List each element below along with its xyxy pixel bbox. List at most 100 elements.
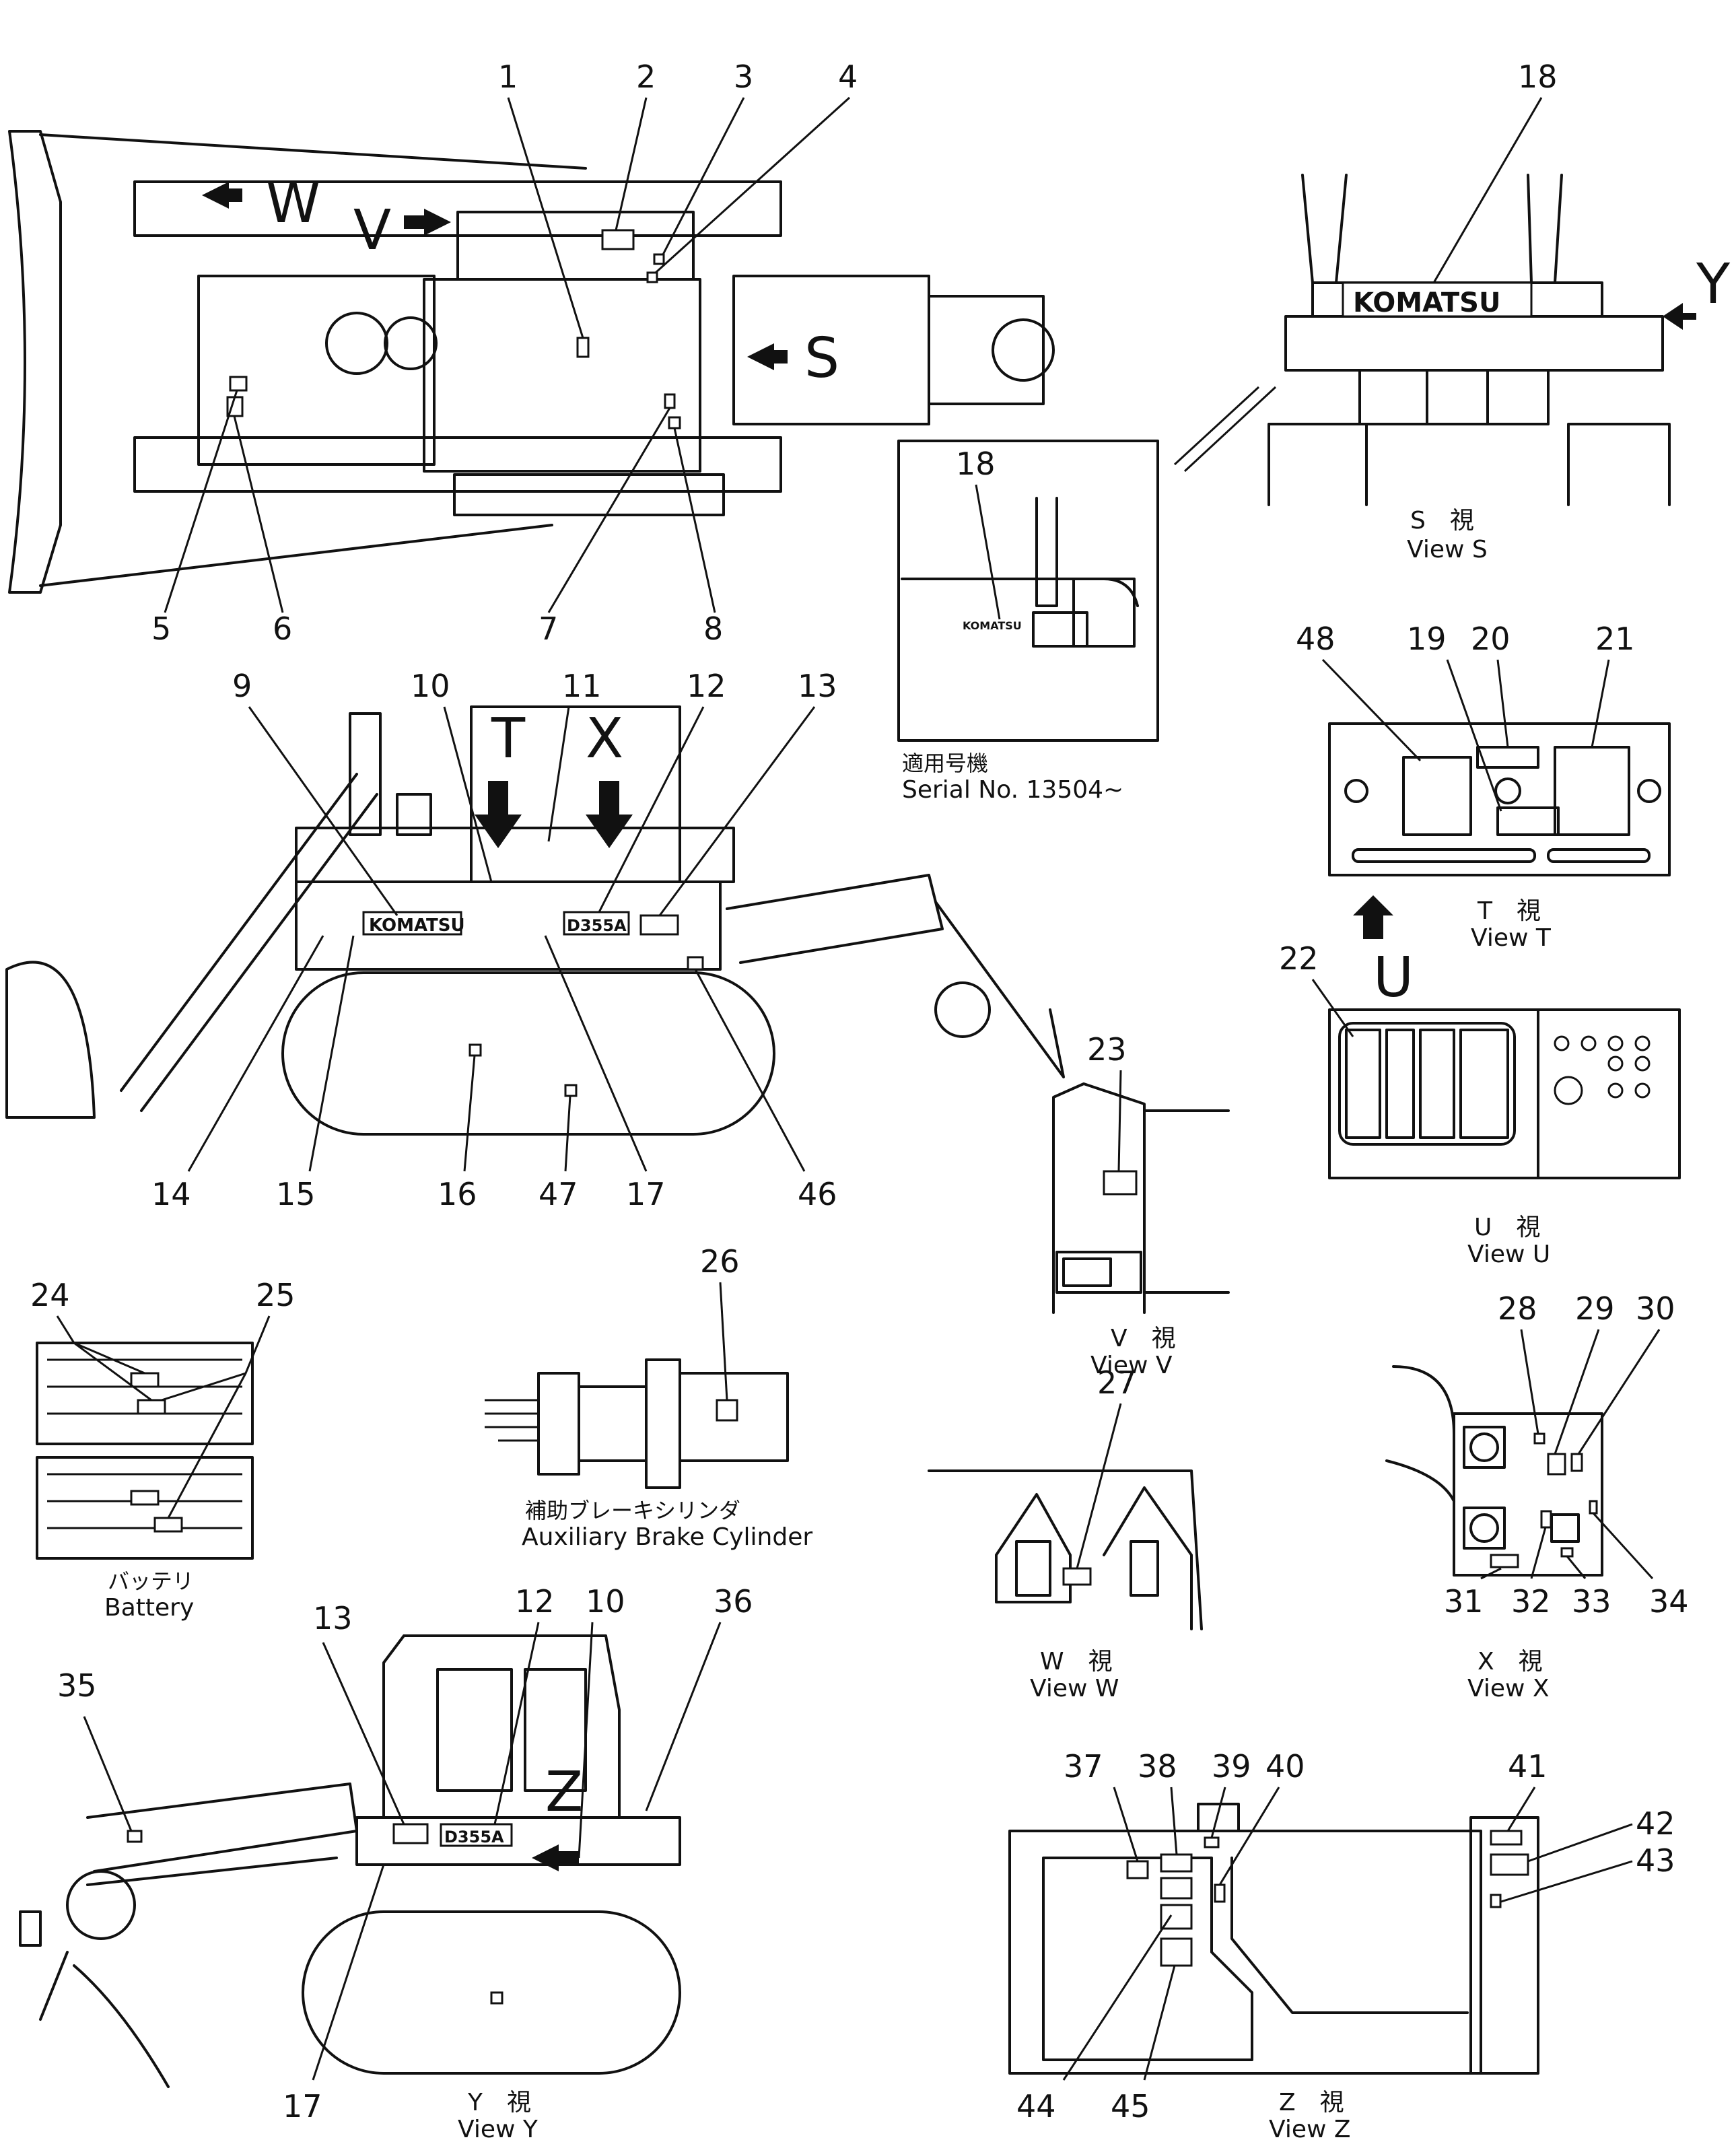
callout-4: 4 — [838, 59, 858, 95]
view-z: 37 38 39 40 41 42 43 44 45 Z 視 View Z — [1008, 1748, 1675, 2143]
callout-11: 11 — [562, 668, 602, 704]
callout-36: 36 — [714, 1583, 753, 1620]
battery-caption: Battery — [104, 1594, 194, 1622]
view-letter-y: Y — [1696, 252, 1731, 316]
callout-26: 26 — [700, 1243, 740, 1280]
brake-caption: Auxiliary Brake Cylinder — [522, 1523, 812, 1551]
callout-20: 20 — [1471, 621, 1511, 657]
callout-10-y: 10 — [586, 1583, 625, 1620]
view-letter-x: X — [586, 707, 623, 771]
view-letter-z: Z — [545, 1760, 583, 1824]
callout-29: 29 — [1575, 1290, 1615, 1327]
callout-14: 14 — [151, 1176, 191, 1212]
callout-45: 45 — [1111, 2088, 1150, 2124]
model-label-y: D355A — [444, 1828, 504, 1846]
view-letter-u: U — [1373, 946, 1414, 1010]
battery-ja: バッテリ — [108, 1568, 194, 1594]
callout-9: 9 — [232, 668, 252, 704]
view-y: D355A Z 35 13 12 10 36 17 Y 視 View Y — [19, 1583, 753, 2143]
callout-21: 21 — [1595, 621, 1635, 657]
view-y-caption: View Y — [458, 2116, 539, 2143]
callout-28: 28 — [1498, 1290, 1537, 1327]
view-u: 22 U 視 View U — [1279, 940, 1681, 1268]
callout-35: 35 — [57, 1667, 97, 1704]
serial-inset: KOMATSU 18 適用号機 Serial No. 13504∼ — [897, 440, 1159, 804]
callout-24: 24 — [30, 1277, 70, 1313]
callout-42: 42 — [1636, 1805, 1675, 1842]
callout-34: 34 — [1649, 1583, 1689, 1620]
callout-40: 40 — [1265, 1748, 1305, 1785]
callout-5: 5 — [151, 611, 171, 647]
callout-19: 19 — [1407, 621, 1447, 657]
view-letter-w: W — [266, 172, 320, 236]
callout-46: 46 — [798, 1176, 837, 1212]
callout-30: 30 — [1636, 1290, 1675, 1327]
battery-detail: 24 25 バッテリ Battery — [30, 1277, 296, 1622]
callout-6: 6 — [273, 611, 292, 647]
view-w: 27 W 視 View W — [928, 1364, 1203, 1702]
callout-1: 1 — [498, 59, 518, 95]
callout-16: 16 — [438, 1176, 477, 1212]
view-t: U 48 19 20 21 T 視 View T — [1296, 621, 1671, 1010]
callout-27: 27 — [1097, 1364, 1137, 1401]
view-z-caption: View Z — [1269, 2116, 1351, 2143]
callout-25: 25 — [256, 1277, 296, 1313]
view-letter-t: T — [491, 707, 526, 771]
view-t-ja: T 視 — [1477, 897, 1541, 925]
side-view: KOMATSU D355A T X 9 10 11 12 13 14 15 16… — [5, 668, 1065, 1212]
callout-37: 37 — [1064, 1748, 1103, 1785]
top-view: W V S 1 2 3 4 5 6 7 8 — [8, 59, 1055, 647]
callout-3: 3 — [734, 59, 753, 95]
callout-31: 31 — [1444, 1583, 1484, 1620]
view-s-caption: View S — [1407, 536, 1488, 563]
callout-41: 41 — [1508, 1748, 1548, 1785]
view-v-ja: V 視 — [1111, 1325, 1176, 1352]
callout-2: 2 — [636, 59, 656, 95]
callout-22: 22 — [1279, 940, 1319, 977]
serial-ja: 適用号機 — [902, 751, 988, 776]
view-u-ja: U 視 — [1474, 1214, 1540, 1241]
view-u-caption: View U — [1467, 1241, 1550, 1268]
callout-32: 32 — [1511, 1583, 1551, 1620]
callout-17: 17 — [626, 1176, 666, 1212]
callout-44: 44 — [1016, 2088, 1056, 2124]
callout-17-y: 17 — [283, 2088, 322, 2124]
callout-12-y: 12 — [515, 1583, 555, 1620]
view-letter-s: S — [804, 326, 839, 390]
callout-43: 43 — [1636, 1842, 1675, 1879]
brake-cylinder: 26 補助ブレーキシリンダ Auxiliary Brake Cylinder — [485, 1243, 812, 1551]
callout-39: 39 — [1212, 1748, 1251, 1785]
komatsu-logo-small: KOMATSU — [963, 619, 1022, 632]
callout-7: 7 — [539, 611, 558, 647]
komatsu-logo-large: KOMATSU — [1353, 287, 1500, 318]
view-x-ja: X 視 — [1478, 1648, 1543, 1675]
callout-13-y: 13 — [313, 1600, 353, 1636]
view-z-ja: Z 視 — [1279, 2089, 1344, 2116]
view-y-ja: Y 視 — [467, 2089, 531, 2116]
callout-18-s: 18 — [1518, 59, 1558, 95]
callout-23: 23 — [1087, 1031, 1127, 1068]
view-s-ja: S 視 — [1410, 507, 1474, 534]
komatsu-logo-side: KOMATSU — [369, 915, 465, 936]
view-w-caption: View W — [1030, 1675, 1119, 1702]
callout-15: 15 — [276, 1176, 316, 1212]
callout-18-serial: 18 — [956, 446, 996, 482]
brake-ja: 補助ブレーキシリンダ — [525, 1498, 740, 1523]
callout-33: 33 — [1572, 1583, 1611, 1620]
callout-38: 38 — [1138, 1748, 1177, 1785]
view-v-caption: View V — [1090, 1352, 1173, 1379]
callout-47: 47 — [539, 1176, 578, 1212]
callout-48: 48 — [1296, 621, 1335, 657]
view-w-ja: W 視 — [1040, 1648, 1113, 1675]
callout-13: 13 — [798, 668, 837, 704]
callout-12: 12 — [687, 668, 726, 704]
callout-8: 8 — [703, 611, 723, 647]
view-v: 23 V 視 View V — [1052, 1031, 1230, 1379]
view-x-caption: View X — [1467, 1675, 1550, 1702]
view-t-caption: View T — [1471, 924, 1552, 952]
view-s: KOMATSU Y 18 S 視 View S — [1173, 59, 1731, 563]
callout-10: 10 — [411, 668, 450, 704]
view-letter-v: V — [353, 199, 391, 263]
model-label-side: D355A — [567, 916, 627, 935]
